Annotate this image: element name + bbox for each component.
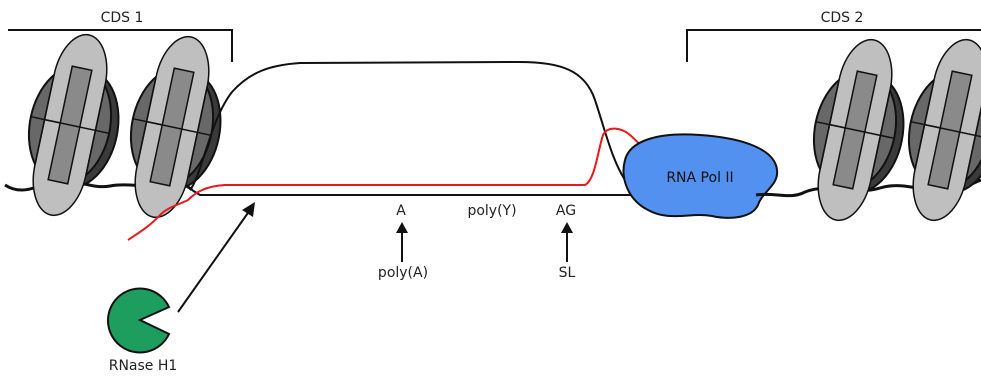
cds2-label: CDS 2	[820, 10, 864, 26]
poly-y-label: poly(Y)	[467, 203, 517, 219]
site-a-label: A	[396, 203, 406, 219]
cds2-bracket	[686, 29, 981, 62]
displaced-strand	[189, 60, 626, 191]
arrow-sl	[561, 222, 573, 262]
cds1-label: CDS 1	[100, 10, 144, 26]
arrow-poly-a	[396, 222, 408, 262]
nucleosome-1	[10, 25, 138, 226]
sl-label: SL	[558, 265, 576, 281]
site-ag-label: AG	[555, 203, 577, 219]
rna-pol-label: RNA Pol II	[666, 170, 734, 186]
poly-a-label: poly(A)	[377, 265, 429, 281]
nucleosome-2	[112, 27, 240, 228]
rna-strand	[127, 127, 646, 241]
rnase-label: RNase H1	[108, 358, 178, 374]
arrow-rnase	[177, 202, 255, 313]
cds1-bracket	[8, 29, 233, 62]
rna-pol-ii	[622, 133, 779, 219]
rnase-h1	[107, 287, 171, 354]
template-strand	[191, 189, 640, 196]
nucleosome-3	[795, 30, 923, 231]
nucleosome-4	[890, 30, 981, 231]
